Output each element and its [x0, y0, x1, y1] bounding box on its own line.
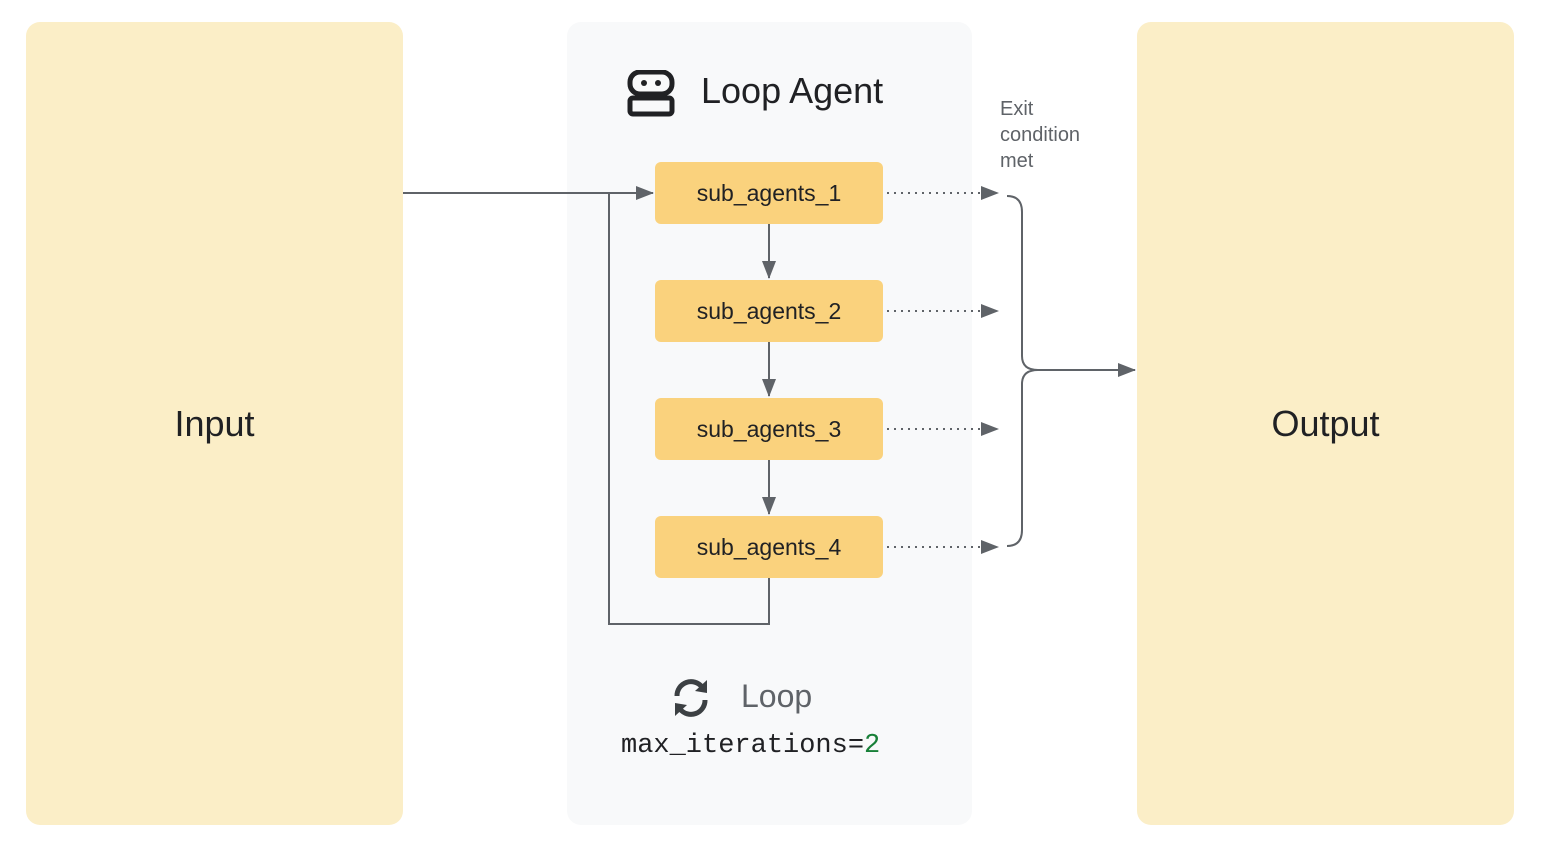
- input-panel: Input: [26, 22, 403, 825]
- sub-agent-box-2: sub_agents_2: [655, 280, 883, 342]
- sub-agent-box-1: sub_agents_1: [655, 162, 883, 224]
- loop-agent-title: Loop Agent: [701, 70, 884, 111]
- sub-agent-box-3: sub_agents_3: [655, 398, 883, 460]
- input-label: Input: [174, 402, 255, 444]
- sub-agent-box-4: sub_agents_4: [655, 516, 883, 578]
- max-iterations-key: max_iterations=: [621, 731, 865, 761]
- exit-brace: [1006, 195, 1039, 547]
- loop-back-line: [608, 193, 770, 625]
- loop-label: Loop: [741, 678, 813, 714]
- output-label: Output: [1271, 402, 1380, 444]
- max-iterations-setting: max_iterations=2: [621, 731, 880, 761]
- exit-condition-label: Exit condition met: [1000, 98, 1081, 172]
- output-panel: Output: [1137, 22, 1514, 825]
- loop-icon: [674, 679, 708, 717]
- robot-icon: [627, 70, 675, 117]
- max-iterations-value: 2: [864, 731, 881, 761]
